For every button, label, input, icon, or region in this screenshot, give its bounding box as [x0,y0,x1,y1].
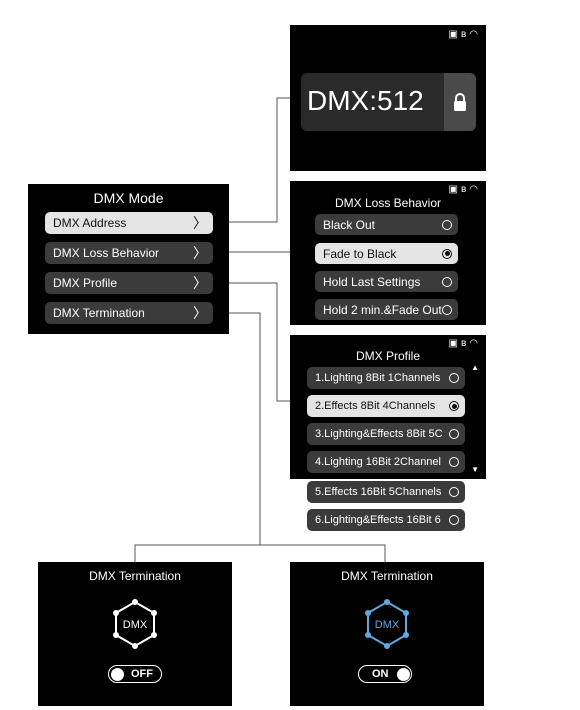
status-bar: ▣ ʙ ◠ [449,29,479,40]
radio-icon [442,219,452,230]
radio-icon [449,373,459,383]
chevron-right-icon: 〉 [193,275,207,291]
dmx-termination-icon: DMX [365,599,409,649]
dmx-icon-label: DMX [123,619,148,631]
lock-icon [454,93,466,111]
profile-option-5[interactable]: 5.Effects 16Bit 5Channels [307,481,465,503]
option-hold-fade-out[interactable]: Hold 2 min.&Fade Out [315,299,458,320]
chevron-right-icon: 〉 [193,245,207,261]
dmx-termination-icon: DMX [113,599,157,649]
dmx-icon-label: DMX [375,619,400,631]
termination-toggle-off[interactable]: OFF [108,665,162,683]
status-bar: ▣ ʙ ◠ [449,184,479,195]
wifi-icon: ◠ [469,184,478,195]
screen-title: DMX Termination [89,569,181,583]
menu-item-dmx-address[interactable]: DMX Address〉 [45,212,213,234]
dmx-address-value: DMX:512 [307,85,424,116]
termination-off-screen: DMX Termination DMX OFF [38,562,232,706]
status-bar: ▣ ʙ ◠ [449,338,479,349]
menu-item-dmx-profile[interactable]: DMX Profile〉 [45,272,213,294]
battery-icon: ▣ [448,338,458,349]
lock-area [444,73,476,131]
radio-icon [449,515,459,525]
screen-title: DMX Loss Behavior [334,196,442,210]
toggle-knob [111,667,124,681]
profile-option-6[interactable]: 6.Lighting&Effects 16Bit 6 [307,509,465,531]
scroll-down-icon[interactable]: ▼ [471,465,479,474]
menu-item-dmx-loss-behavior[interactable]: DMX Loss Behavior〉 [45,242,213,264]
termination-on-screen: DMX Termination DMX ON [290,562,484,706]
option-fade-to-black[interactable]: Fade to Black [315,243,458,264]
dmx-address-display[interactable]: DMX:512 [301,73,476,131]
screen-title: DMX Profile [355,349,420,363]
bluetooth-icon: ʙ [460,338,467,349]
radio-icon [442,304,452,315]
wifi-icon: ◠ [469,29,478,40]
profile-option-3[interactable]: 3.Lighting&Effects 8Bit 5C [307,423,465,445]
termination-toggle-on[interactable]: ON [358,665,412,683]
radio-icon [442,248,452,259]
toggle-label: ON [372,668,389,680]
option-black-out[interactable]: Black Out [315,214,458,235]
profile-option-4[interactable]: 4.Lighting 16Bit 2Channel [307,451,465,473]
radio-icon [449,487,459,497]
screen-title: DMX Termination [341,569,433,583]
scroll-up-icon[interactable]: ▲ [471,363,479,372]
profile-option-1[interactable]: 1.Lighting 8Bit 1Channels [307,367,465,389]
menu-title: DMX Mode [93,190,164,206]
chevron-right-icon: 〉 [193,305,207,321]
chevron-right-icon: 〉 [193,215,207,231]
battery-icon: ▣ [448,29,458,40]
toggle-knob [396,667,410,681]
option-hold-last-settings[interactable]: Hold Last Settings [315,271,458,292]
radio-icon [449,401,459,411]
dmx-mode-menu: DMX Mode DMX Address〉 DMX Loss Behavior〉… [28,184,229,334]
toggle-label: OFF [131,668,153,680]
menu-item-dmx-termination[interactable]: DMX Termination〉 [45,302,213,324]
battery-icon: ▣ [448,184,458,195]
bluetooth-icon: ʙ [460,184,467,195]
profile-option-2[interactable]: 2.Effects 8Bit 4Channels [307,395,465,417]
wifi-icon: ◠ [469,338,478,349]
radio-icon [442,276,452,287]
dmx-address-screen: ▣ ʙ ◠ DMX:512 [290,25,486,171]
radio-icon [449,429,459,439]
bluetooth-icon: ʙ [460,29,467,40]
radio-icon [449,457,459,467]
loss-behavior-screen: ▣ ʙ ◠ DMX Loss Behavior Black Out Fade t… [290,181,486,325]
